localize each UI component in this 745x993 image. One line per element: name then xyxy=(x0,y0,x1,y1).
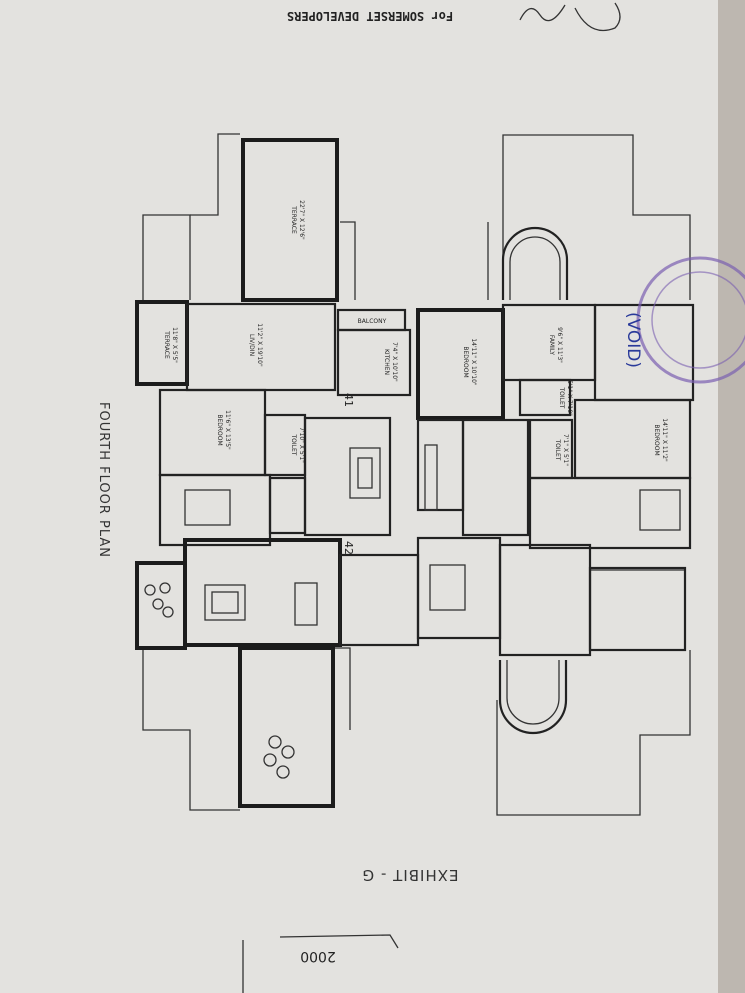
signature xyxy=(519,2,621,32)
svg-text:TERRACE22'7" X 12'6": TERRACE22'7" X 12'6" xyxy=(290,200,305,240)
handwritten-box: 2000 xyxy=(242,934,399,993)
room-size: 11'6" X 13'5" xyxy=(224,410,231,450)
svg-text:TERRACE11'8" X 5'5": TERRACE11'8" X 5'5" xyxy=(163,327,178,363)
room-name: TOILET xyxy=(558,387,565,409)
room-size: 22'7" X 12'6" xyxy=(298,200,305,240)
terrace-bottom xyxy=(238,646,335,808)
room-name: BALCONY xyxy=(358,318,387,325)
unit-number: 42 xyxy=(342,541,355,555)
svg-text:TOILET7'10" X 5'1": TOILET7'10" X 5'1" xyxy=(290,427,305,463)
svg-text:BEDROOM14'11" X 10'10": BEDROOM14'11" X 10'10" xyxy=(462,338,477,386)
room-name: TERRACE xyxy=(163,330,170,359)
room-size: 11'2" X 19'10" xyxy=(256,323,263,367)
exhibit-label: EXHIBIT - G xyxy=(362,866,459,884)
svg-text:TOILET7'1" X 5'1": TOILET7'1" X 5'1" xyxy=(554,434,569,466)
room-name: TOILET xyxy=(554,439,561,461)
furniture xyxy=(144,444,681,779)
svg-text:BEDROOM14'11" X 11'2": BEDROOM14'11" X 11'2" xyxy=(653,418,668,462)
room-name: BEDROOM xyxy=(462,346,469,377)
official-seal-inner xyxy=(651,271,745,369)
svg-text:TOILET5'1" X 7'10": TOILET5'1" X 7'10" xyxy=(558,380,573,416)
room-name: TERRACE xyxy=(290,205,297,234)
page-edge xyxy=(718,0,745,993)
room-name: KITCHEN xyxy=(383,349,390,375)
room-size: 9'6" X 11'3" xyxy=(556,327,563,363)
room-size: 14'11" X 10'10" xyxy=(470,338,477,386)
room-name: BEDROOM xyxy=(653,424,660,455)
svg-text:LIV/DIN11'2" X 19'10": LIV/DIN11'2" X 19'10" xyxy=(248,323,263,367)
room-labels: TERRACE22'7" X 12'6" TERRACE11'8" X 5'5"… xyxy=(163,200,668,555)
spiral-stair-bottom xyxy=(498,660,568,735)
spiral-stair-bottom-inner xyxy=(506,660,560,725)
unit-number: 41 xyxy=(342,393,355,407)
room-name: BEDROOM xyxy=(216,414,223,445)
spiral-stair-top xyxy=(501,226,569,300)
room-size: 5'1" X 7'10" xyxy=(566,380,573,416)
room-size: 7'4" X 10'10" xyxy=(391,342,398,382)
official-seal xyxy=(636,256,745,384)
svg-text:KITCHEN7'4" X 10'10": KITCHEN7'4" X 10'10" xyxy=(383,342,398,382)
developer-stamp: For SOMERSET DEVELOPERS xyxy=(287,9,453,23)
room-size: 7'1" X 5'1" xyxy=(562,434,569,466)
room-name: LIV/DIN xyxy=(248,334,255,356)
svg-text:BEDROOM11'6" X 13'5": BEDROOM11'6" X 13'5" xyxy=(216,410,231,450)
room-size: 7'10" X 5'1" xyxy=(298,427,305,463)
room-name: TOILET xyxy=(290,434,297,456)
svg-text:FAMILY9'6" X 11'3": FAMILY9'6" X 11'3" xyxy=(548,327,563,363)
walls xyxy=(158,302,695,657)
room-name: FAMILY xyxy=(548,335,555,355)
void-note: (VOID) xyxy=(623,312,643,368)
spiral-stair-top-inner xyxy=(509,236,561,300)
room-size: 14'11" X 11'2" xyxy=(661,418,668,462)
room-size: 11'8" X 5'5" xyxy=(171,327,178,363)
plan-title: FOURTH FLOOR PLAN xyxy=(96,402,111,558)
handwritten-number: 2000 xyxy=(300,948,336,964)
terrace-top xyxy=(241,138,339,302)
